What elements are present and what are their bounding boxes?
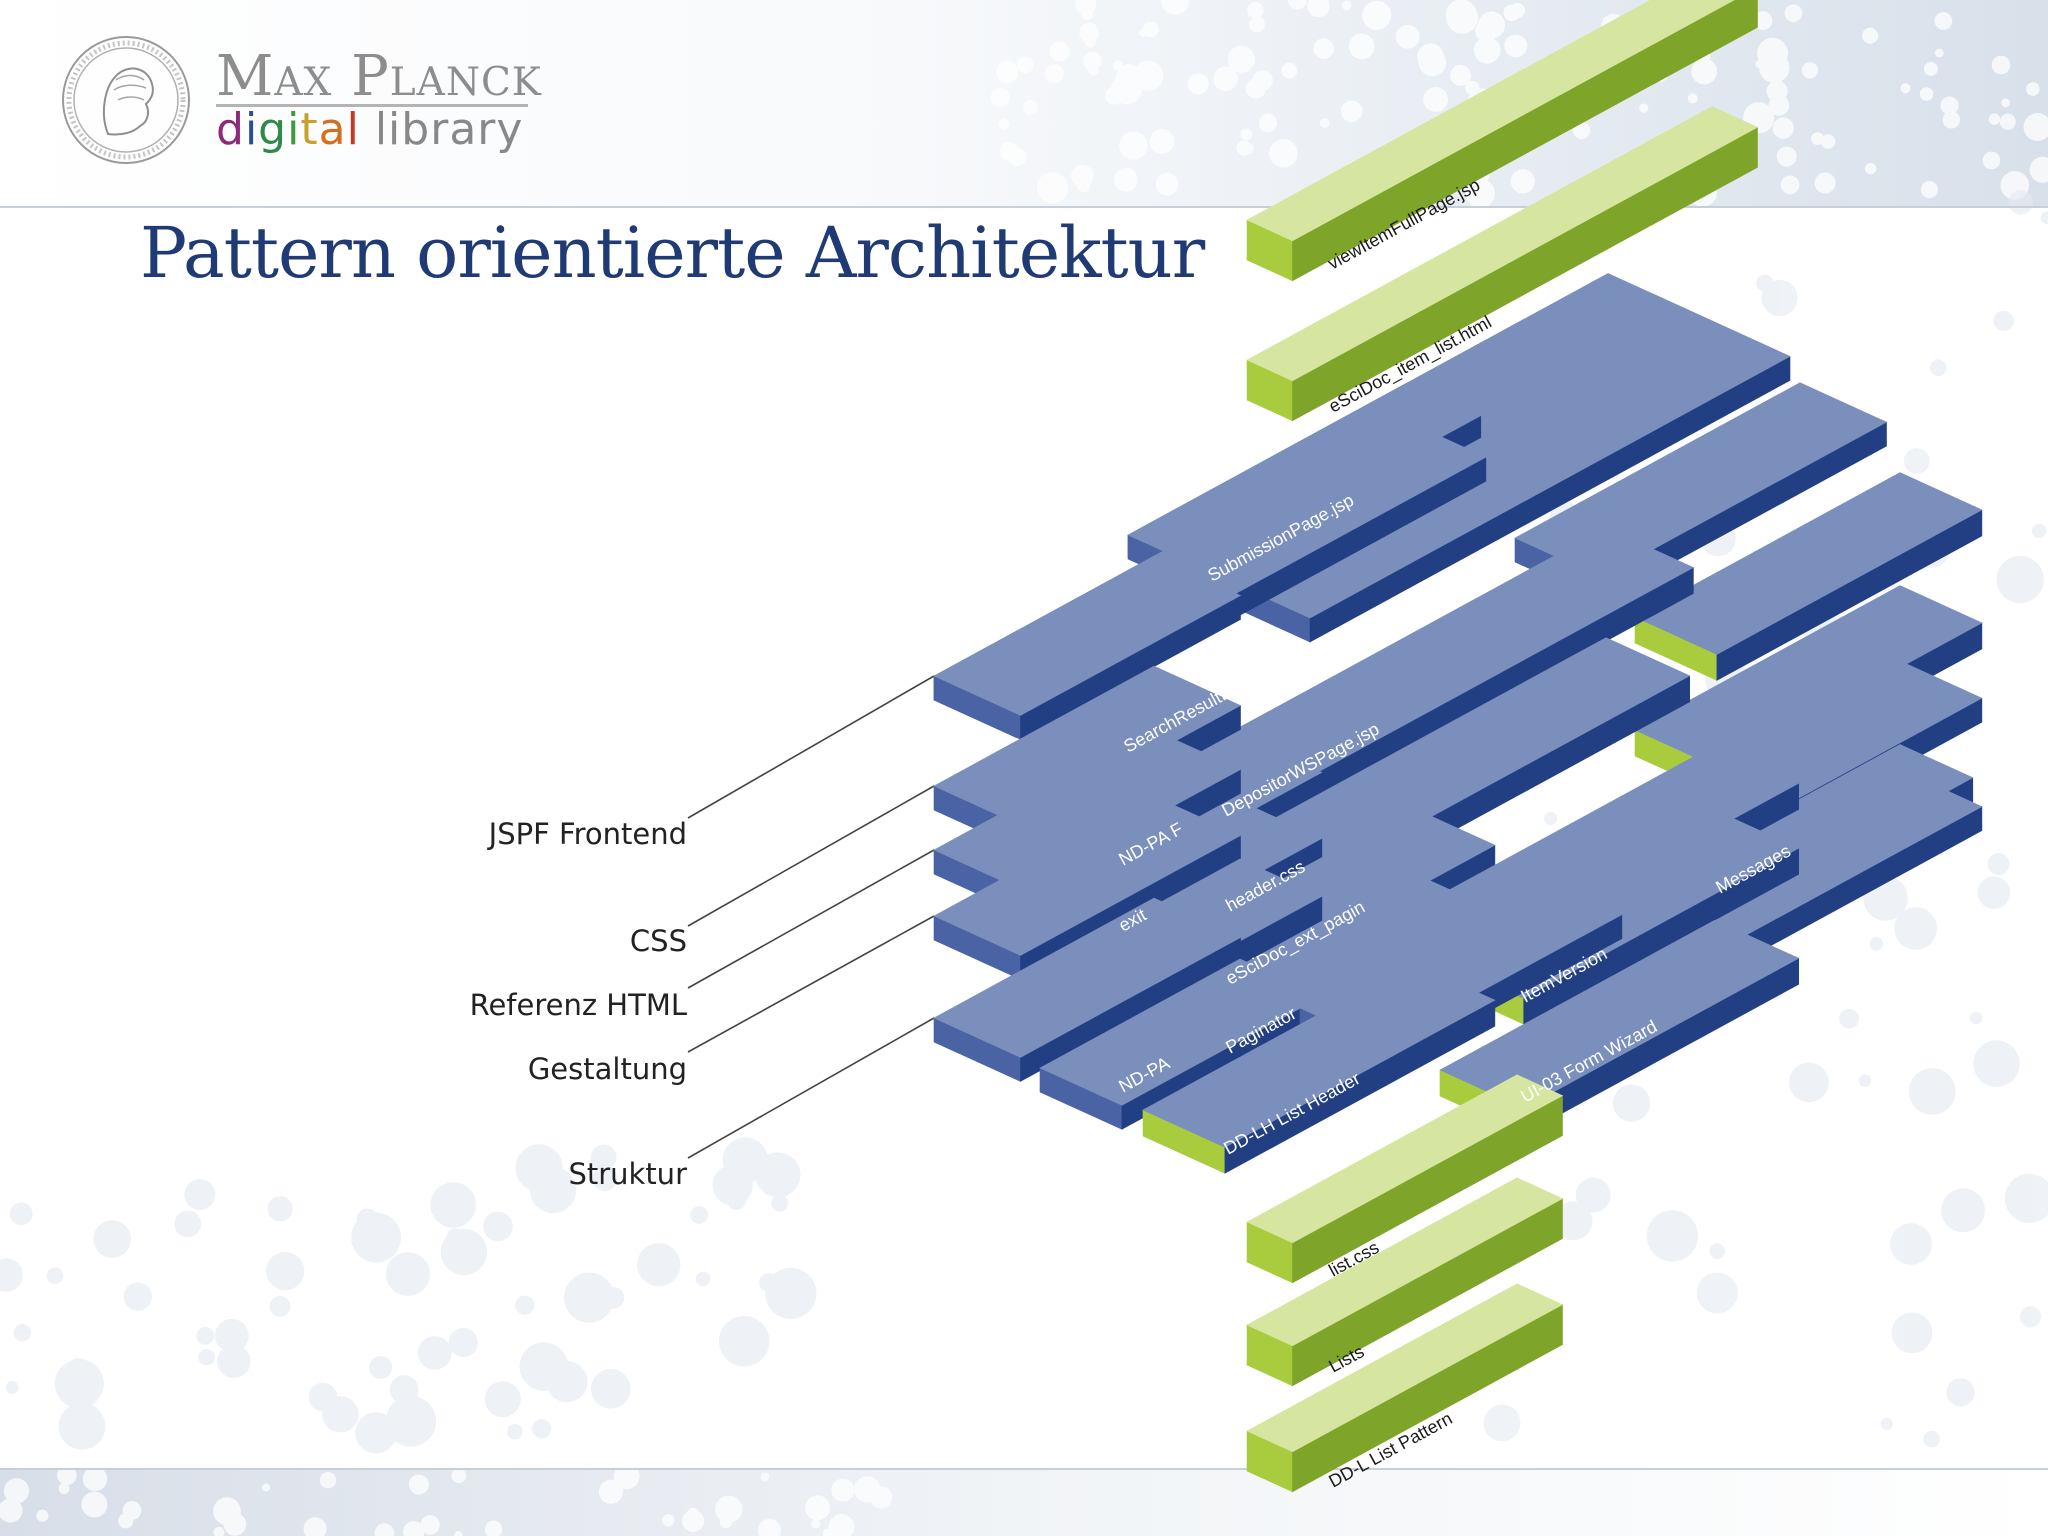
logo-letter: t	[300, 104, 319, 155]
logo-underline	[216, 104, 528, 107]
logo-letter: b	[401, 104, 431, 155]
block-list-header	[1142, 962, 1496, 1174]
block-jspf-right-b	[1634, 472, 1983, 681]
block-jspf-left	[933, 555, 1242, 740]
logo-wordmark: Max Planck	[216, 44, 542, 109]
max-planck-seal-logo	[62, 36, 190, 164]
logo-tagline: digital library	[216, 104, 523, 155]
layer-label-gestaltung: Gestaltung	[527, 1052, 687, 1086]
block-lists	[1246, 1177, 1564, 1387]
layer-label-struktur: Struktur	[568, 1157, 687, 1191]
header-divider	[0, 206, 2048, 208]
layer-label-jspf-frontend: JSPF Frontend	[488, 817, 687, 851]
logo-letter: i	[287, 104, 301, 155]
logo-letter: l	[346, 104, 360, 155]
logo-letter: r	[430, 104, 450, 155]
logo-letter: g	[258, 104, 288, 155]
leader-line	[687, 675, 935, 819]
block-item-list	[1246, 106, 1759, 422]
block-struct-left	[933, 897, 1242, 1082]
leader-line	[687, 785, 935, 927]
logo-letter: a	[318, 104, 347, 155]
leader-line	[687, 915, 935, 1053]
slide-title: Pattern orientierte Architektur	[140, 212, 1205, 294]
layer-label-referenz-html: Referenz HTML	[469, 988, 687, 1022]
logo-letter: l	[374, 104, 389, 155]
leader-line	[687, 849, 935, 989]
logo-letter: i	[388, 104, 402, 155]
block-list-css	[1246, 1074, 1564, 1284]
logo-letter: a	[449, 104, 478, 155]
logo-letter: r	[477, 104, 497, 155]
logo-letter: d	[216, 104, 245, 155]
layer-label-css: CSS	[629, 924, 687, 958]
footer-divider	[0, 1468, 2048, 1470]
logo-letter: y	[496, 104, 524, 155]
leader-line	[687, 1017, 935, 1159]
block-list-pattern	[1246, 1283, 1564, 1493]
block-view-item	[1246, 0, 1758, 282]
logo-letter: i	[244, 104, 259, 155]
